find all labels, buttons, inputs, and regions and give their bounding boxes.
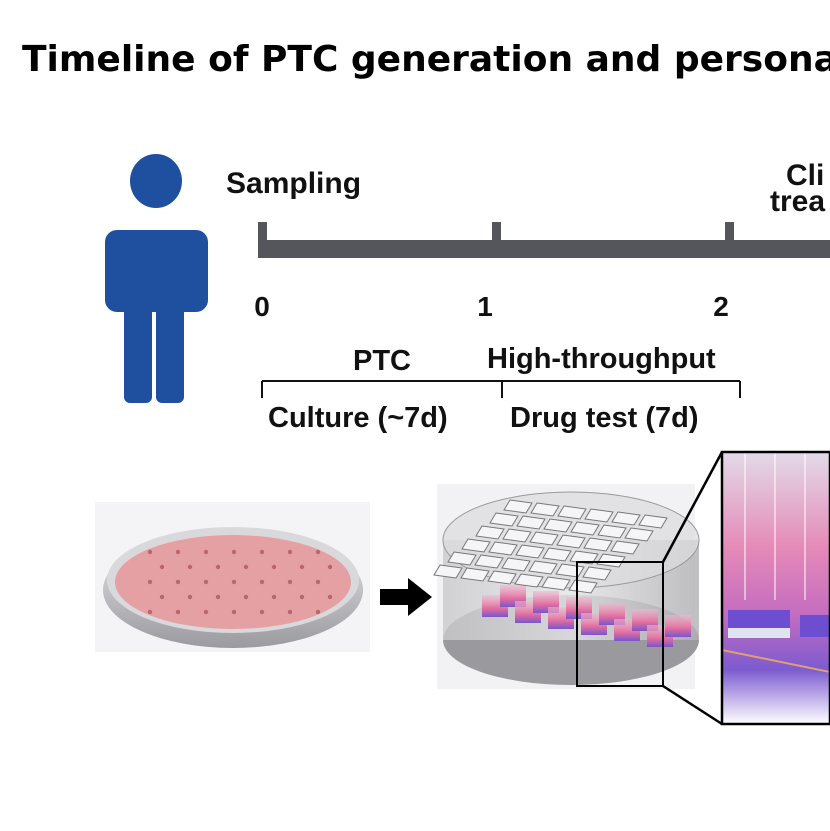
- cell-dot: [147, 609, 153, 615]
- grid-cell: [542, 547, 572, 562]
- diagram-title: Timeline of PTC generation and personali…: [22, 39, 830, 80]
- grid-cell: [530, 502, 560, 517]
- grid-cell: [557, 505, 587, 520]
- cell-dot: [315, 579, 321, 585]
- person-icon: [105, 154, 208, 403]
- cell-dot: [147, 579, 153, 585]
- clinical-label-line2: trea: [770, 185, 825, 218]
- cell-dot: [159, 564, 165, 570]
- phase2-bottom-label: Drug test (7d): [510, 402, 699, 434]
- phase1-top-label: PTC: [353, 345, 411, 377]
- magnify-region-box: [576, 561, 664, 687]
- grid-cell: [528, 560, 558, 575]
- grid-cell: [610, 540, 640, 555]
- grid-cell: [529, 531, 559, 546]
- grid-cell: [611, 511, 641, 526]
- tick-label-1: 1: [477, 291, 493, 322]
- grid-cell: [569, 550, 599, 565]
- cell-dot: [175, 609, 181, 615]
- cell-dot: [175, 579, 181, 585]
- grid-cell: [583, 537, 613, 552]
- grid-cell: [474, 554, 504, 569]
- cell-dot: [231, 549, 237, 555]
- cell-dot: [147, 549, 153, 555]
- cell-dot: [271, 564, 277, 570]
- well: [665, 615, 691, 637]
- grid-cell: [543, 518, 573, 533]
- grid-cell: [447, 551, 477, 566]
- tick-label-2: 2: [713, 291, 729, 322]
- cell-dot: [327, 564, 333, 570]
- grid-cell: [582, 566, 612, 581]
- grid-cell: [638, 514, 668, 529]
- cell-dot: [299, 594, 305, 600]
- grid-cell: [475, 525, 505, 540]
- cell-dot: [231, 579, 237, 585]
- well-plate-illustration: [433, 484, 700, 689]
- arrow-right-icon: [380, 578, 432, 616]
- grid-cell: [515, 544, 545, 559]
- cell-dot: [315, 609, 321, 615]
- phase2-top-label: High-throughput: [487, 343, 716, 375]
- cell-dot: [259, 609, 265, 615]
- grid-cell: [541, 576, 571, 591]
- grid-cell: [489, 512, 519, 527]
- grid-cell: [503, 499, 533, 514]
- cell-dot: [315, 549, 321, 555]
- grid-cell: [596, 553, 626, 568]
- cell-dot: [287, 549, 293, 555]
- cell-dot: [203, 609, 209, 615]
- grid-cell: [624, 527, 654, 542]
- grid-cell: [570, 521, 600, 536]
- grid-cell: [597, 524, 627, 539]
- timeline-axis: [258, 222, 830, 258]
- tick-label-0: 0: [254, 291, 270, 322]
- phase1-bottom-label: Culture (~7d): [268, 402, 448, 434]
- cell-dot: [175, 549, 181, 555]
- grid-cell: [433, 564, 463, 579]
- cell-dot: [203, 549, 209, 555]
- grid-cell: [516, 515, 546, 530]
- grid-cell: [556, 534, 586, 549]
- cell-dot: [327, 594, 333, 600]
- petri-dish-illustration: [95, 502, 370, 652]
- grid-cell: [514, 573, 544, 588]
- clinical-label-line1: Cli: [786, 159, 824, 192]
- cell-dot: [187, 594, 193, 600]
- cell-dot: [259, 579, 265, 585]
- cell-dot: [243, 594, 249, 600]
- magnified-wells-illustration: [720, 450, 830, 726]
- cell-dot: [203, 579, 209, 585]
- cell-dot: [159, 594, 165, 600]
- cell-dot: [299, 564, 305, 570]
- cell-dot: [215, 594, 221, 600]
- cell-dot: [231, 609, 237, 615]
- grid-cell: [501, 557, 531, 572]
- grid-cell: [487, 570, 517, 585]
- cell-dot: [259, 549, 265, 555]
- cell-dot: [287, 609, 293, 615]
- grid-cell: [584, 508, 614, 523]
- cell-dot: [187, 564, 193, 570]
- grid-cell: [461, 538, 491, 553]
- cell-dot: [215, 564, 221, 570]
- sampling-label: Sampling: [226, 167, 361, 200]
- grid-cell: [460, 567, 490, 582]
- grid-cell: [502, 528, 532, 543]
- cell-dot: [271, 594, 277, 600]
- cell-dot: [287, 579, 293, 585]
- magnify-connector-lines: [661, 451, 724, 726]
- phase-bracket: [261, 380, 741, 398]
- grid-cell: [488, 541, 518, 556]
- cell-dot: [243, 564, 249, 570]
